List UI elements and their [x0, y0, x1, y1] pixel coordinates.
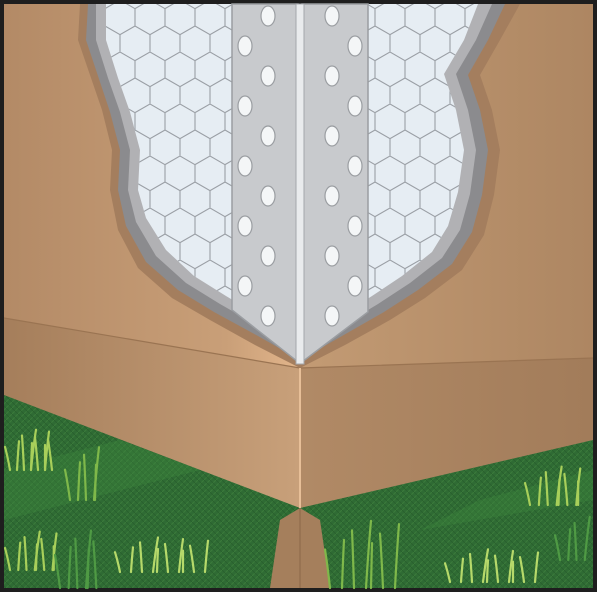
- bead-hole: [261, 186, 275, 206]
- bead-hole: [261, 306, 275, 326]
- bead-hole: [238, 216, 252, 236]
- bead-hole: [261, 6, 275, 26]
- bead-hole: [325, 246, 339, 266]
- grass-blade: [95, 465, 96, 500]
- bead-hole: [348, 156, 362, 176]
- bead-hole: [238, 156, 252, 176]
- grass-blade: [88, 550, 89, 588]
- bead-hole: [325, 186, 339, 206]
- corner-bead-nose: [296, 4, 304, 364]
- bead-hole: [348, 216, 362, 236]
- grass-blade: [157, 549, 158, 572]
- bead-hole: [325, 306, 339, 326]
- bead-hole: [325, 126, 339, 146]
- bead-hole: [261, 246, 275, 266]
- bead-hole: [348, 276, 362, 296]
- bead-hole: [325, 66, 339, 86]
- grass-blade: [487, 560, 488, 582]
- bead-hole: [261, 126, 275, 146]
- grass-blade: [31, 443, 32, 470]
- bead-hole: [348, 96, 362, 116]
- bead-hole: [348, 36, 362, 56]
- bead-hole: [261, 66, 275, 86]
- grass-blade: [559, 479, 560, 505]
- bead-hole: [238, 96, 252, 116]
- grass-blade: [36, 544, 37, 570]
- corner-bead: [232, 4, 368, 364]
- bead-hole: [238, 36, 252, 56]
- bead-hole: [325, 6, 339, 26]
- bead-hole: [238, 276, 252, 296]
- grass-blade: [371, 543, 372, 588]
